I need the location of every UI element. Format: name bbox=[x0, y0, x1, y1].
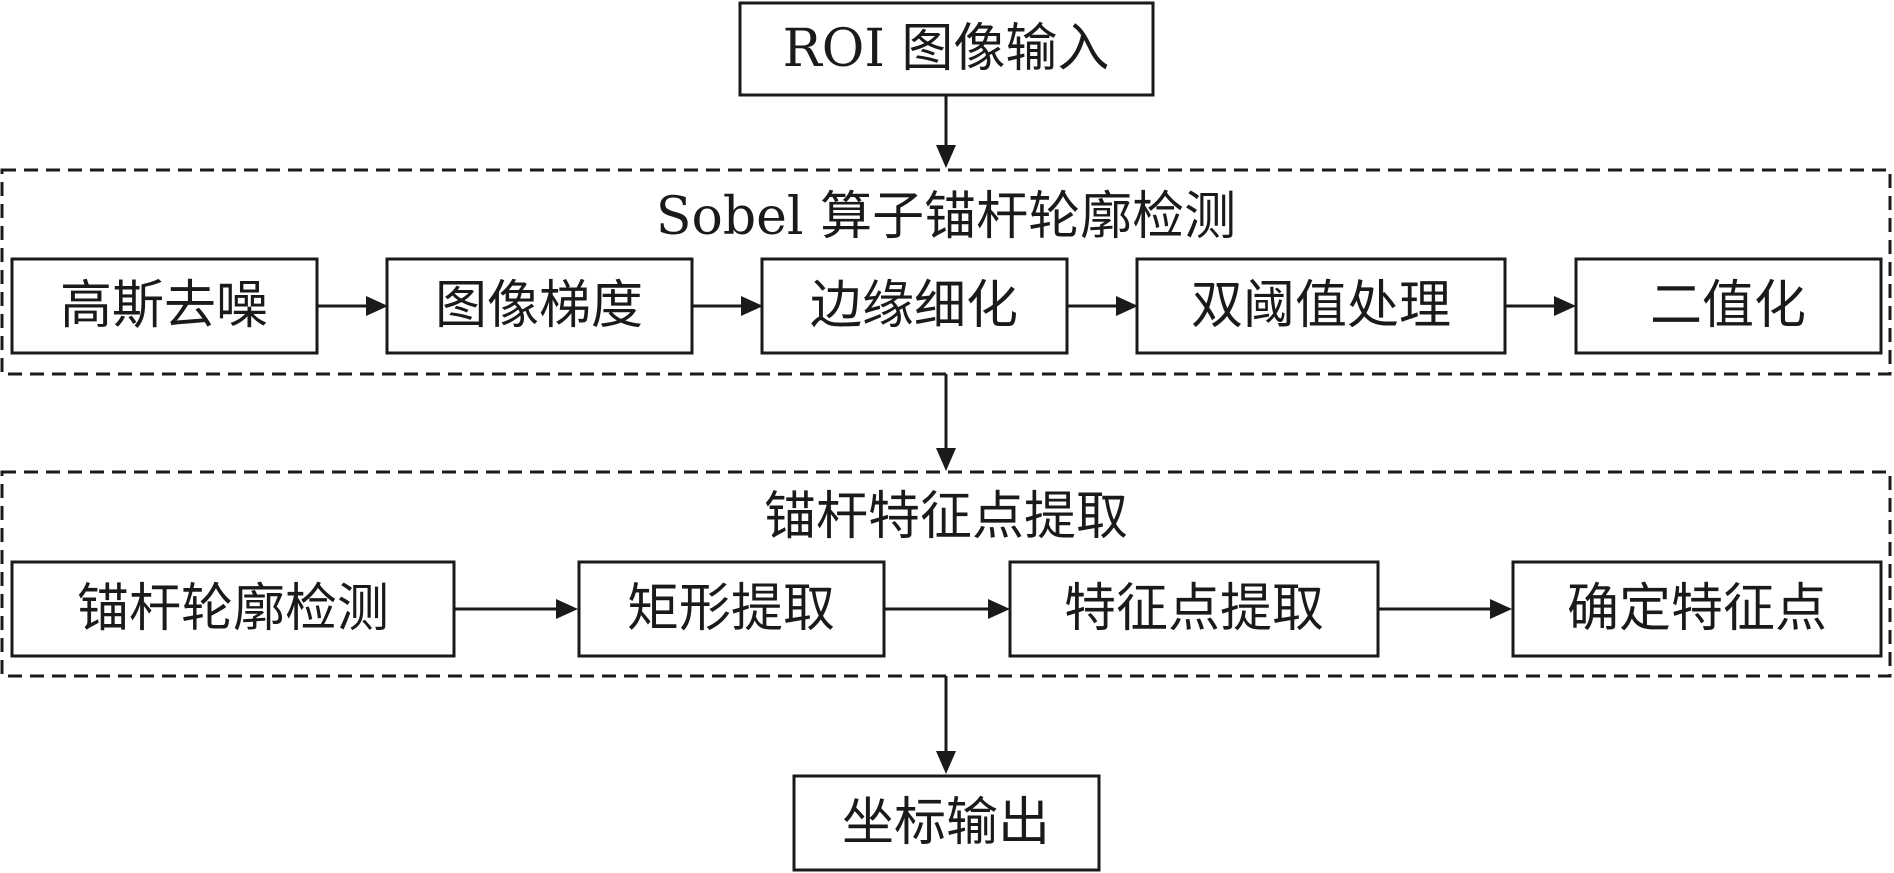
step-label: 锚杆轮廓检测 bbox=[77, 579, 389, 639]
step-label: 图像梯度 bbox=[435, 276, 643, 336]
arrow-sobel-to-feature-group bbox=[936, 374, 956, 471]
sobel-group-title: Sobel 算子锚杆轮廓检测 bbox=[656, 187, 1236, 247]
arrow-feature-step-2-to-3 bbox=[884, 599, 1010, 619]
feature-group: 锚杆特征点提取 锚杆轮廓检测 矩形提取 特征点提取 确定特征点 bbox=[0, 470, 1892, 678]
sobel-group: Sobel 算子锚杆轮廓检测 高斯去噪 图像梯度 边缘细化 双阈值处理 bbox=[0, 168, 1892, 376]
arrow-step-4-to-5 bbox=[1505, 296, 1576, 316]
step-label: 矩形提取 bbox=[627, 579, 835, 639]
step-label: 特征点提取 bbox=[1064, 579, 1324, 639]
arrow-step-3-to-4 bbox=[1067, 296, 1138, 316]
step-feature-point-extract: 特征点提取 bbox=[1008, 560, 1380, 658]
step-label: 高斯去噪 bbox=[60, 276, 268, 336]
step-gaussian-denoise: 高斯去噪 bbox=[10, 257, 319, 355]
feature-group-title: 锚杆特征点提取 bbox=[764, 487, 1128, 547]
step-double-threshold: 双阈值处理 bbox=[1135, 257, 1507, 355]
arrow-feature-step-3-to-4 bbox=[1378, 599, 1512, 619]
arrow-feature-to-output bbox=[936, 676, 956, 774]
step-contour-detect: 锚杆轮廓检测 bbox=[10, 560, 456, 658]
arrow-step-2-to-3 bbox=[692, 296, 763, 316]
arrow-feature-step-1-to-2 bbox=[454, 599, 578, 619]
step-label: 确定特征点 bbox=[1567, 579, 1827, 639]
input-label: ROI 图像输入 bbox=[783, 19, 1110, 79]
step-image-gradient: 图像梯度 bbox=[385, 257, 694, 355]
step-binarization: 二值化 bbox=[1574, 257, 1883, 355]
step-label: 二值化 bbox=[1650, 276, 1806, 336]
step-determine-feature-point: 确定特征点 bbox=[1511, 560, 1883, 658]
input-box: ROI 图像输入 bbox=[738, 1, 1155, 97]
arrow-step-1-to-2 bbox=[317, 296, 388, 316]
step-rectangle-extract: 矩形提取 bbox=[577, 560, 886, 658]
step-edge-thinning: 边缘细化 bbox=[760, 257, 1069, 355]
step-label: 边缘细化 bbox=[810, 276, 1018, 336]
output-label: 坐标输出 bbox=[842, 793, 1050, 853]
arrow-input-to-sobel-group bbox=[936, 95, 956, 168]
step-label: 双阈值处理 bbox=[1191, 276, 1451, 336]
output-box: 坐标输出 bbox=[792, 774, 1101, 872]
